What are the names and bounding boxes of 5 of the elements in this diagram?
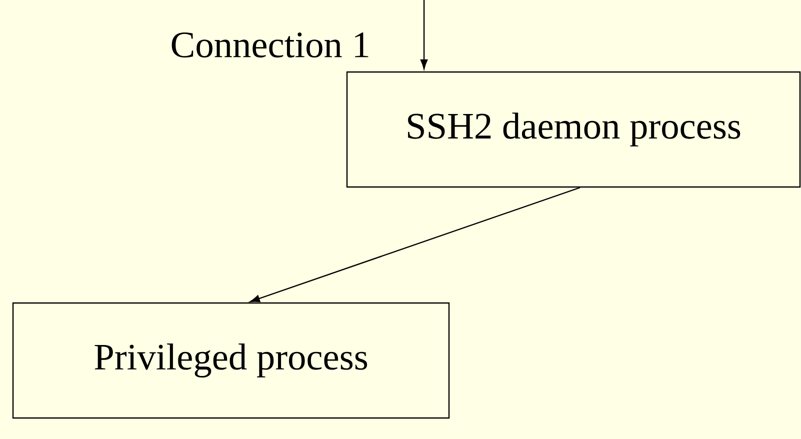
process-box: SSH2 daemon process bbox=[346, 71, 801, 188]
arrow bbox=[250, 187, 580, 302]
edge-label: Connection 1 bbox=[172, 32, 368, 58]
process-box: Privileged process bbox=[12, 302, 450, 419]
arrow bbox=[420, 0, 428, 70]
